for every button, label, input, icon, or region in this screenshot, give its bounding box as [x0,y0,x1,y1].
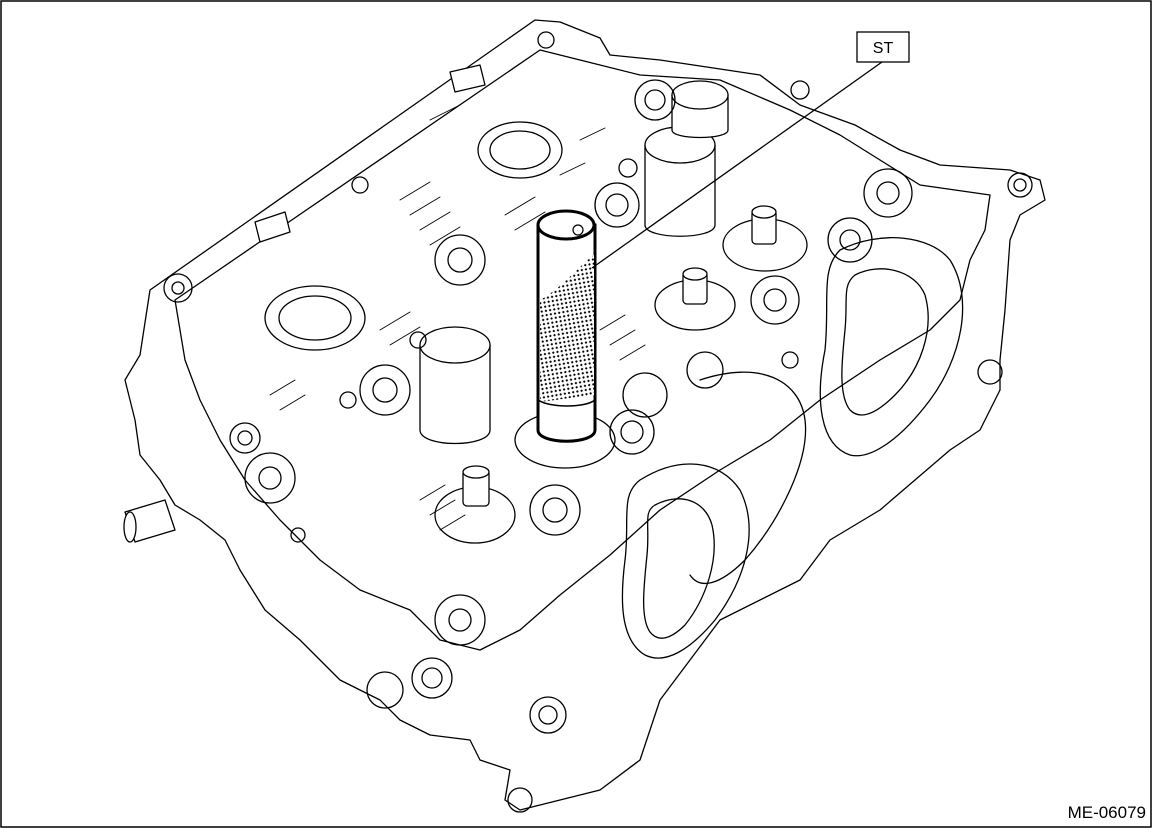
callout-label: ST [873,40,894,57]
studs [123,64,486,543]
callout-leader-line [591,61,883,269]
figure-id: ME-06079 [1068,803,1146,822]
bolt-bosses [163,31,1033,813]
intake-ports [621,237,964,659]
special-tool-st [514,209,616,469]
valve-lifters [419,80,729,445]
spark-plug-wells [264,121,563,351]
casting-hatching [269,104,646,531]
valve-stem-seals [339,158,808,544]
callout-st: ST [856,31,910,63]
